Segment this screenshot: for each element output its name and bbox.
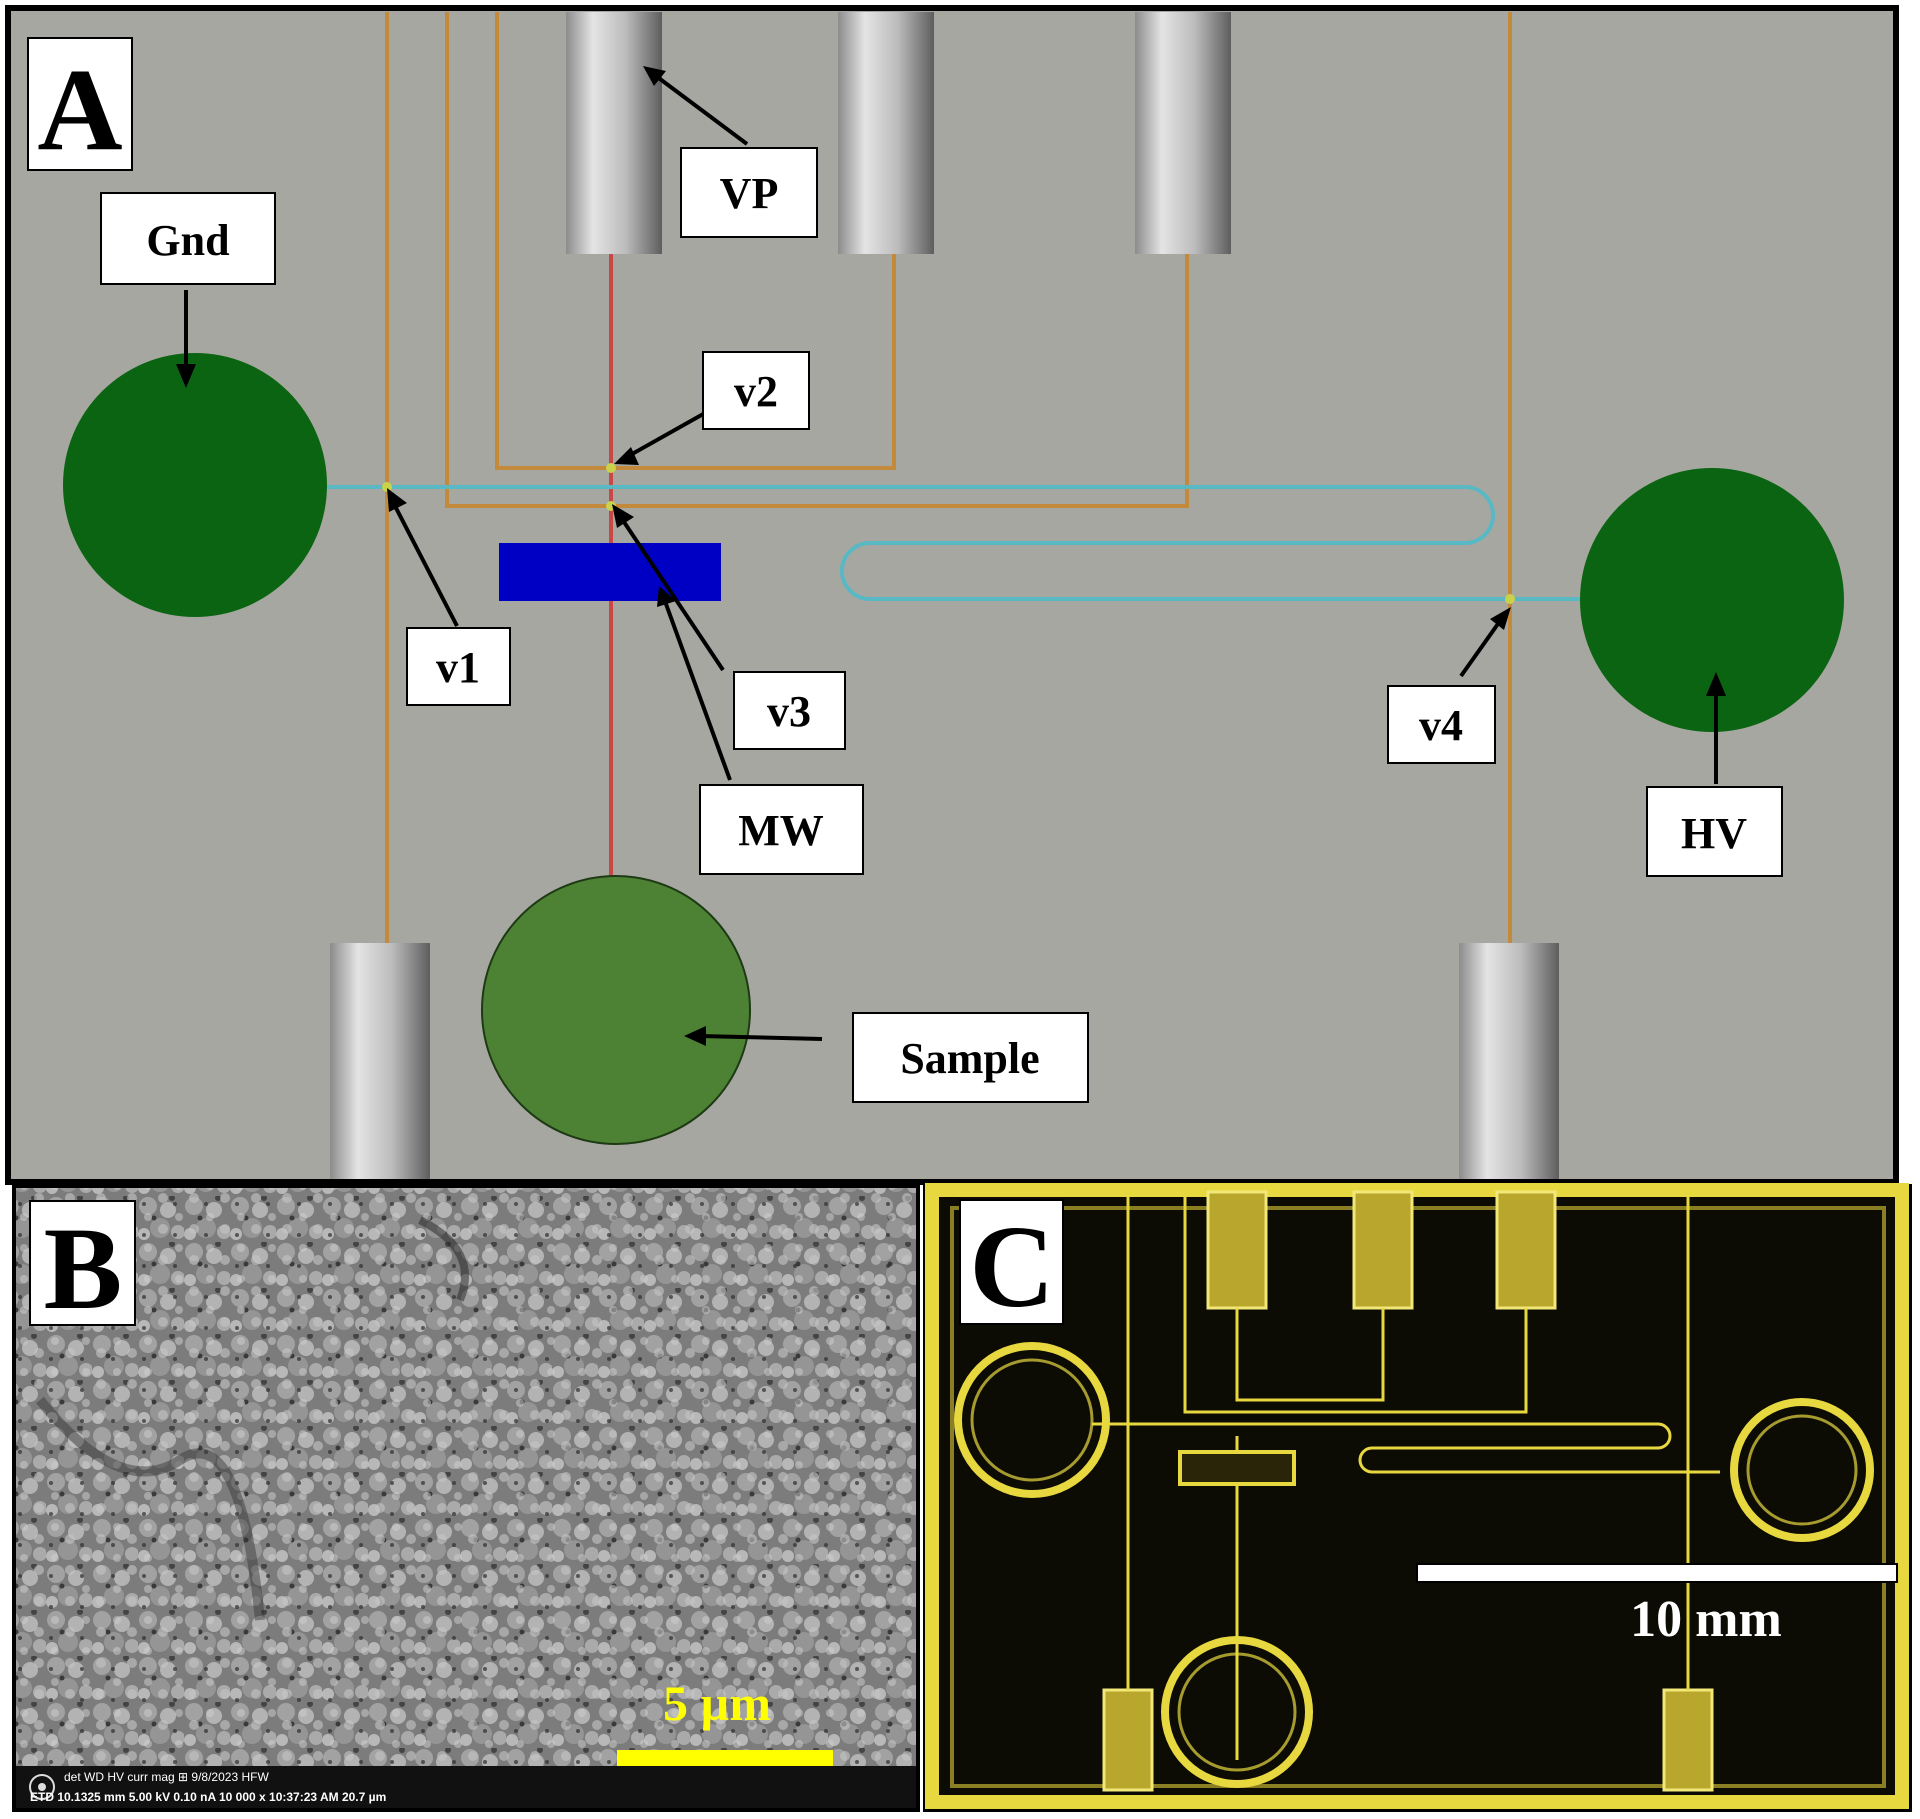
photo-scale-bar	[1416, 1563, 1898, 1583]
annotation-arrows	[184, 74, 1718, 1041]
gnd-label: Gnd	[146, 216, 229, 265]
pneumatic-port-top-2	[838, 12, 934, 254]
chip-channels	[1092, 1192, 1720, 1760]
panel-c-letter-box	[959, 1199, 1064, 1325]
chip-microwave-electrode	[1178, 1450, 1296, 1486]
arrow-heads	[176, 66, 1726, 1046]
v4-label: v4	[1419, 701, 1463, 750]
panel-a-schematic: A Gnd VP v2 v1 v3 MW v4 HV Sample	[5, 5, 1899, 1185]
sem-databar-values: ETD 10.1325 mm 5.00 kV 0.10 nA 10 000 x …	[30, 1790, 386, 1804]
sem-logo-icon-core	[38, 1783, 46, 1791]
chip-outer-edge	[925, 1183, 1909, 1809]
sem-scale-label: 5 µm	[663, 1675, 771, 1731]
sem-data-bar	[16, 1766, 916, 1808]
valve-point-v2	[606, 463, 616, 473]
sample-label: Sample	[900, 1034, 1039, 1083]
chip-reservoirs	[954, 1342, 1874, 1788]
panel-b-letter: B	[44, 1203, 123, 1334]
pneumatic-port-top-1	[566, 12, 662, 254]
v3-label: v3	[767, 687, 811, 736]
panel-b-sem-image: B 5 µm det WD HV curr mag ⊞ 9/8/2023 HFW…	[12, 1184, 920, 1812]
chip-ports	[1102, 1190, 1714, 1792]
sem-logo-icon	[29, 1774, 55, 1800]
mw-label: MW	[738, 806, 824, 855]
v1-label: v1	[436, 643, 480, 692]
separation-channel	[325, 485, 1580, 601]
sem-surface-crevice	[36, 1396, 265, 1621]
panel-c-chip-photo: C 10 mm	[923, 1183, 1912, 1812]
chip-inner-edge	[950, 1206, 1886, 1788]
vp-label: VP	[720, 169, 779, 218]
valve-point-v1	[382, 482, 392, 492]
sem-surface-pore	[418, 1216, 469, 1302]
pneumatic-port-top-3	[1135, 12, 1231, 254]
hv-label: HV	[1681, 809, 1747, 858]
panel-b-letter-box	[29, 1200, 136, 1326]
photo-scale-label: 10 mm	[1630, 1591, 1782, 1648]
hv-reservoir	[1580, 468, 1844, 732]
pneumatic-port-bottom-2	[1459, 943, 1559, 1179]
panel-c-frame	[923, 1184, 1912, 1812]
panel-c-letter: C	[969, 1201, 1054, 1332]
label-boxes	[27, 37, 1783, 1103]
sample-reservoir	[481, 875, 751, 1145]
microwave-electrode	[499, 543, 721, 601]
pneumatic-port-bottom-1	[330, 943, 430, 1179]
panel-a-letter: A	[37, 44, 122, 175]
v2-label: v2	[734, 367, 778, 416]
gnd-reservoir	[63, 353, 327, 617]
valve-point-v4	[1505, 594, 1515, 604]
sem-databar-header: det WD HV curr mag ⊞ 9/8/2023 HFW	[64, 1770, 269, 1784]
valve-control-channels	[385, 12, 1512, 943]
